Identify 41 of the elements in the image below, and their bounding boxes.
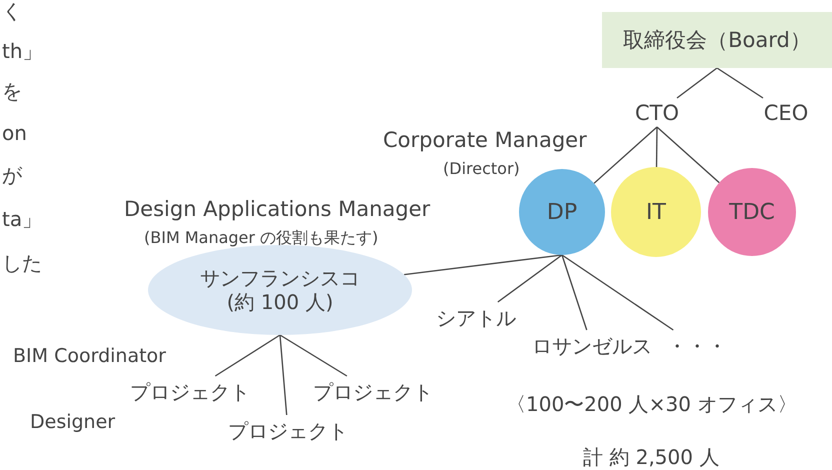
paragraph-fragment: を [2, 80, 22, 102]
connector-line [656, 127, 658, 168]
board-box: 取締役会（Board） [602, 12, 832, 68]
role-title: BIM Coordinator [13, 346, 166, 367]
paragraph-fragment: が [2, 164, 22, 186]
connector-line [716, 67, 764, 99]
staff-count: (約 100 人) [226, 290, 334, 314]
project-label: プロジェクト [309, 378, 437, 406]
connector-line [594, 126, 658, 184]
connector-line [279, 334, 288, 416]
office-name: サンフランシスコ [200, 266, 360, 290]
paragraph-fragment: く [2, 0, 22, 22]
project-label: プロジェクト [224, 417, 352, 445]
ellipsis-label: ・・・ [666, 332, 728, 360]
department-circle: IT [611, 167, 701, 257]
paragraph-fragment: th」 [2, 40, 43, 62]
role-subtitle: (BIM Manager の役割も果たす) [144, 229, 378, 247]
role-label: CEO [763, 100, 809, 126]
department-circle: TDC [708, 168, 796, 256]
role-title: Designer [30, 412, 116, 433]
connector-line [562, 254, 674, 331]
total-note: 計 約 2,500 人 [583, 446, 720, 468]
connector-line [280, 334, 348, 377]
office-label: ロサンゼルス [526, 332, 658, 360]
role-title: Corporate Manager [383, 129, 587, 152]
office-count-note: 〈100〜200 人×30 オフィス〉 [506, 393, 798, 415]
department-circle: DP [519, 169, 605, 255]
role-label: CTO [634, 100, 680, 126]
connector-line [561, 254, 588, 330]
paragraph-fragment: on [2, 122, 27, 144]
paragraph-fragment: ta」 [2, 208, 42, 230]
role-title: Design Applications Manager [124, 198, 430, 222]
connector-line [214, 334, 280, 377]
role-subtitle: (Director) [443, 160, 520, 178]
connector-line [656, 126, 720, 184]
paragraph-fragment: した [2, 252, 42, 274]
project-label: プロジェクト [126, 378, 254, 406]
connector-line [497, 254, 562, 303]
connector-line [676, 67, 718, 99]
connector-line [404, 254, 562, 276]
office-label: シアトル [431, 304, 521, 332]
